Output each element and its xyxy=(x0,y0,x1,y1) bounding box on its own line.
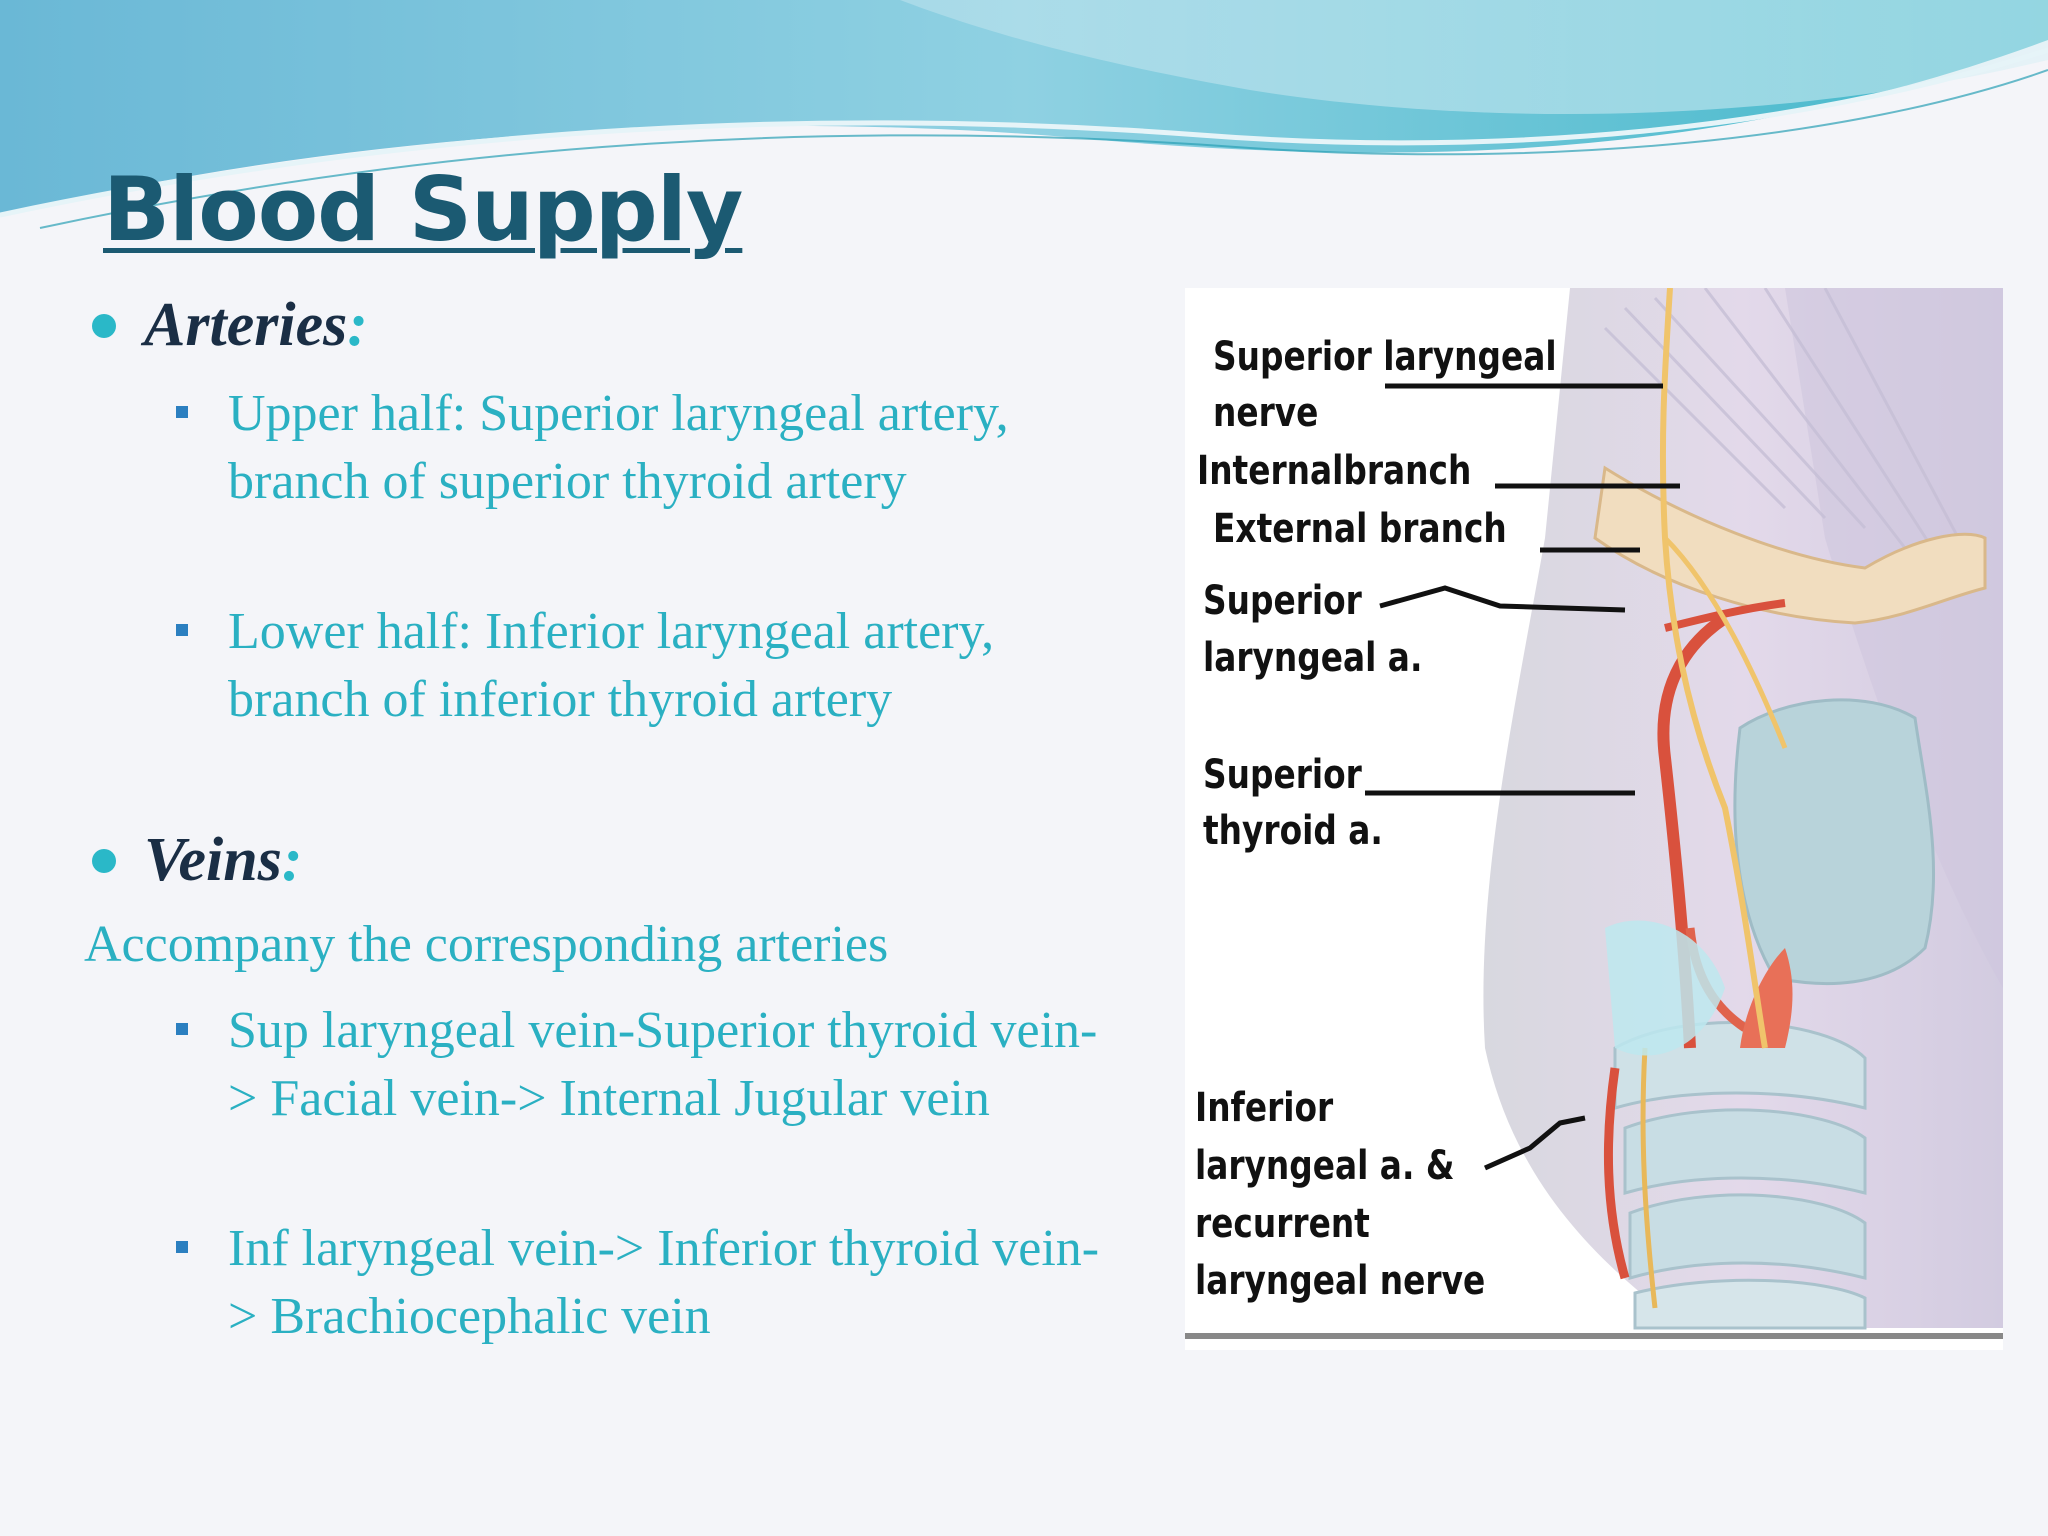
list-item: Upper half: Superior laryngeal artery, b… xyxy=(176,380,1116,516)
artery-upper-half: Upper half: Superior laryngeal artery, b… xyxy=(228,385,1009,510)
veins-heading: Veins xyxy=(144,826,282,894)
label-superior-laryngeal-nerve: Superior laryngeal xyxy=(1213,334,1557,380)
bullet-arteries: Arteries: xyxy=(92,290,368,361)
label-internal-branch: Internalbranch xyxy=(1197,448,1472,494)
veins-colon: : xyxy=(281,826,303,894)
label-superior-laryngeal-a-2: laryngeal a. xyxy=(1203,635,1423,681)
veins-note: Accompany the corresponding arteries xyxy=(84,916,889,973)
label-superior-laryngeal-a-1: Superior xyxy=(1203,578,1362,624)
label-superior-thyroid-a-2: thyroid a. xyxy=(1203,808,1383,854)
square-bullet-icon xyxy=(176,1023,188,1035)
list-item: Lower half: Inferior laryngeal artery, b… xyxy=(176,598,1116,734)
vein-inferior: Inf laryngeal vein-> Inferior thyroid ve… xyxy=(228,1220,1100,1345)
list-item: Inf laryngeal vein-> Inferior thyroid ve… xyxy=(176,1215,1116,1351)
artery-lower-half: Lower half: Inferior laryngeal artery, b… xyxy=(228,603,995,728)
label-external-branch: External branch xyxy=(1213,506,1507,552)
square-bullet-icon xyxy=(176,624,188,636)
square-bullet-icon xyxy=(176,406,188,418)
larynx-anatomy-figure: Superior laryngeal nerve Internalbranch … xyxy=(1185,288,2003,1350)
arteries-colon: : xyxy=(347,291,368,359)
label-inferior-laryngeal-a: laryngeal a. & xyxy=(1195,1143,1455,1189)
header-wave-decoration xyxy=(0,0,2048,229)
label-nerve: nerve xyxy=(1213,390,1319,436)
square-bullet-icon xyxy=(176,1241,188,1253)
label-recurrent: recurrent xyxy=(1195,1201,1370,1247)
bullet-veins: Veins: xyxy=(92,825,303,896)
bullet-dot-icon xyxy=(92,313,116,338)
label-superior-thyroid-a-1: Superior xyxy=(1203,752,1362,798)
list-item: Sup laryngeal vein-Superior thyroid vein… xyxy=(176,997,1116,1133)
label-laryngeal-nerve: laryngeal nerve xyxy=(1195,1258,1486,1304)
page-title: Blood Supply xyxy=(103,158,743,261)
label-inferior: Inferior xyxy=(1195,1085,1334,1131)
bullet-dot-icon xyxy=(92,848,116,873)
arteries-heading: Arteries xyxy=(144,291,348,359)
vein-superior: Sup laryngeal vein-Superior thyroid vein… xyxy=(228,1002,1098,1127)
larynx-illustration xyxy=(1185,288,2003,1339)
